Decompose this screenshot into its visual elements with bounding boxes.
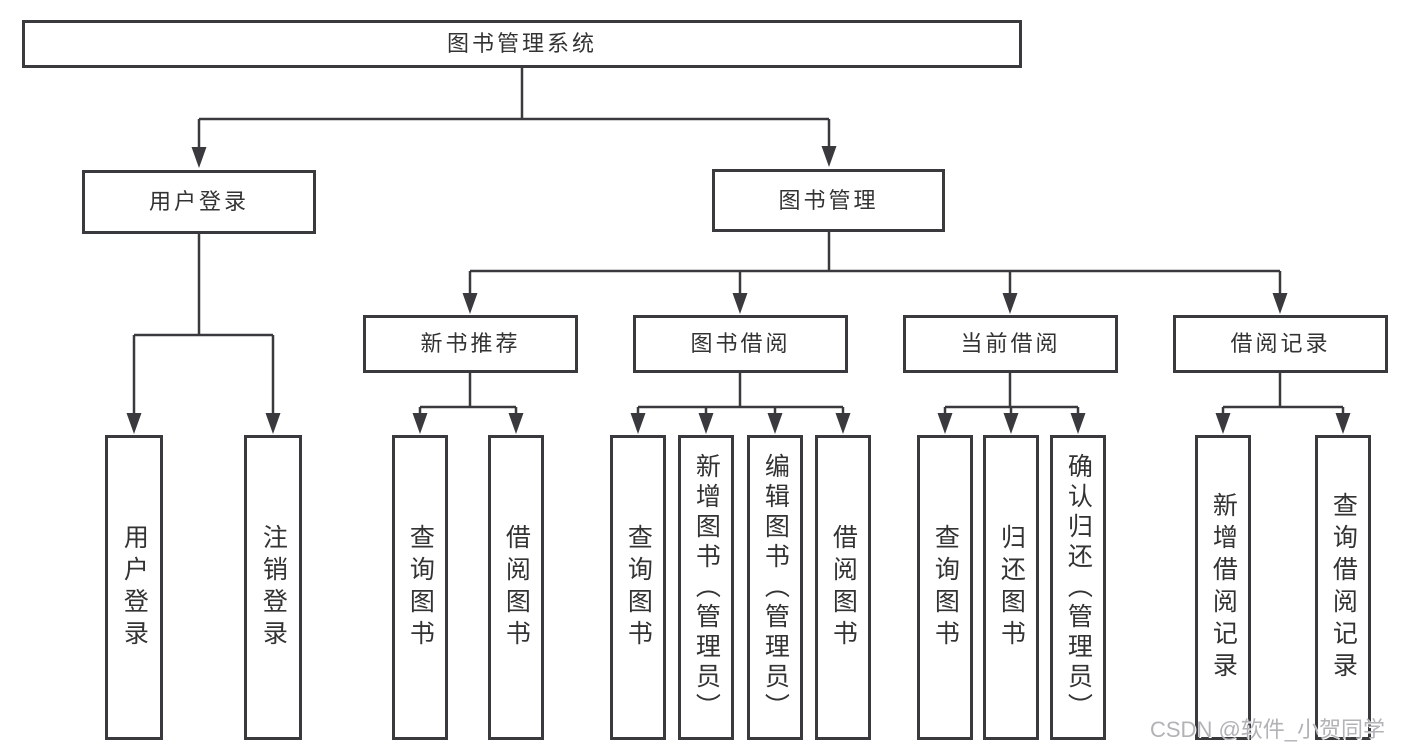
leaf-borrow-borrow-books: 借阅图书	[815, 435, 871, 740]
node-book-borrow: 图书借阅	[633, 315, 848, 373]
node-current-borrow: 当前借阅	[903, 315, 1118, 373]
leaf-newbook-query-books: 查询图书	[392, 435, 448, 740]
leaf-current-query-books: 查询图书	[917, 435, 973, 740]
leaf-records-query-borrow-record: 查询借阅记录	[1315, 435, 1371, 740]
node-borrow-records: 借阅记录	[1173, 315, 1388, 373]
node-book-management: 图书管理	[712, 169, 945, 232]
leaf-user-login: 用户登录	[105, 435, 163, 740]
leaf-borrow-add-books-admin: 新增图书（管理员）	[678, 435, 734, 740]
leaf-current-confirm-return-admin: 确认归还（管理员）	[1050, 435, 1106, 740]
node-root-system: 图书管理系统	[22, 20, 1022, 68]
leaf-records-add-borrow-record: 新增借阅记录	[1195, 435, 1251, 740]
csdn-watermark: CSDN @软件_小贺同学	[1150, 717, 1386, 742]
leaf-logout-login: 注销登录	[244, 435, 302, 740]
node-user-login: 用户登录	[82, 170, 316, 234]
leaf-current-return-books: 归还图书	[983, 435, 1039, 740]
leaf-borrow-edit-books-admin: 编辑图书（管理员）	[747, 435, 803, 740]
leaf-borrow-query-books: 查询图书	[610, 435, 666, 740]
node-new-book-recommend: 新书推荐	[363, 315, 578, 373]
arrowheads	[126, 146, 1351, 434]
leaf-newbook-borrow-books: 借阅图书	[488, 435, 544, 740]
